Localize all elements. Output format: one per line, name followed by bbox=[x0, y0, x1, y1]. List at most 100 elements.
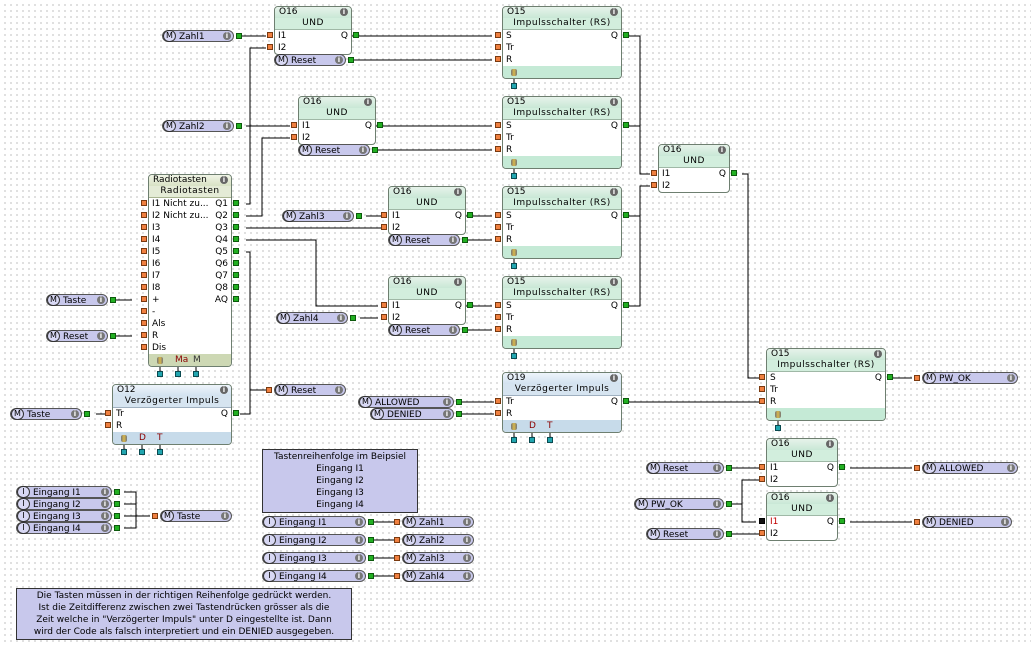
input-connector[interactable] bbox=[759, 464, 765, 470]
info-icon[interactable]: i bbox=[713, 530, 721, 538]
info-icon[interactable]: i bbox=[463, 518, 471, 526]
info-icon[interactable]: i bbox=[713, 500, 721, 508]
input-connector[interactable] bbox=[381, 314, 387, 320]
info-icon[interactable]: i bbox=[220, 176, 228, 184]
output-connector[interactable] bbox=[236, 33, 242, 39]
input-connector[interactable] bbox=[759, 530, 765, 536]
output-connector[interactable] bbox=[233, 200, 239, 206]
info-icon[interactable]: i bbox=[1001, 518, 1009, 526]
info-icon[interactable]: i bbox=[101, 524, 109, 532]
output-connector[interactable] bbox=[726, 531, 732, 537]
input-connector[interactable] bbox=[759, 398, 765, 404]
input-connector[interactable] bbox=[495, 326, 501, 332]
input-connector[interactable] bbox=[291, 122, 297, 128]
input-connector[interactable] bbox=[105, 410, 111, 416]
input-connector[interactable] bbox=[495, 44, 501, 50]
input-connector[interactable] bbox=[141, 320, 147, 326]
output-connector[interactable] bbox=[356, 213, 362, 219]
output-connector[interactable] bbox=[350, 315, 356, 321]
output-connector[interactable] bbox=[731, 170, 737, 176]
output-connector[interactable] bbox=[114, 489, 120, 495]
input-connector[interactable] bbox=[394, 537, 400, 543]
info-icon[interactable]: i bbox=[826, 440, 834, 448]
info-icon[interactable]: i bbox=[220, 386, 228, 394]
info-icon[interactable]: i bbox=[223, 122, 231, 130]
input-connector[interactable] bbox=[495, 236, 501, 242]
info-icon[interactable]: i bbox=[364, 98, 372, 106]
info-icon[interactable]: i bbox=[97, 296, 105, 304]
input-connector[interactable] bbox=[495, 56, 501, 62]
parameter-connector[interactable] bbox=[157, 449, 163, 455]
info-icon[interactable]: i bbox=[443, 398, 451, 406]
output-connector[interactable] bbox=[114, 513, 120, 519]
output-connector[interactable] bbox=[467, 302, 473, 308]
info-icon[interactable]: i bbox=[1007, 374, 1015, 382]
output-connector[interactable] bbox=[233, 272, 239, 278]
info-icon[interactable]: i bbox=[463, 554, 471, 562]
input-connector[interactable] bbox=[914, 465, 920, 471]
info-icon[interactable]: i bbox=[874, 350, 882, 358]
info-icon[interactable]: i bbox=[359, 146, 367, 154]
parameter-connector[interactable] bbox=[775, 425, 781, 431]
input-connector[interactable] bbox=[495, 134, 501, 140]
input-connector[interactable] bbox=[495, 32, 501, 38]
input-connector[interactable] bbox=[394, 573, 400, 579]
output-connector[interactable] bbox=[233, 236, 239, 242]
info-icon[interactable]: i bbox=[610, 374, 618, 382]
output-connector[interactable] bbox=[623, 398, 629, 404]
input-connector[interactable] bbox=[495, 398, 501, 404]
input-connector[interactable] bbox=[141, 332, 147, 338]
input-connector[interactable] bbox=[381, 212, 387, 218]
output-connector[interactable] bbox=[110, 297, 116, 303]
info-icon[interactable]: i bbox=[335, 386, 343, 394]
info-icon[interactable]: i bbox=[610, 8, 618, 16]
output-connector[interactable] bbox=[233, 224, 239, 230]
output-connector[interactable] bbox=[467, 212, 473, 218]
input-connector[interactable] bbox=[914, 375, 920, 381]
info-icon[interactable]: i bbox=[101, 512, 109, 520]
info-icon[interactable]: i bbox=[443, 410, 451, 418]
info-icon[interactable]: i bbox=[463, 536, 471, 544]
input-connector[interactable] bbox=[152, 513, 158, 519]
output-connector[interactable] bbox=[623, 212, 629, 218]
info-icon[interactable]: i bbox=[610, 278, 618, 286]
input-connector[interactable] bbox=[495, 314, 501, 320]
output-connector[interactable] bbox=[233, 410, 239, 416]
output-connector[interactable] bbox=[456, 399, 462, 405]
output-connector[interactable] bbox=[839, 464, 845, 470]
info-icon[interactable]: i bbox=[463, 572, 471, 580]
input-connector[interactable] bbox=[141, 200, 147, 206]
info-icon[interactable]: i bbox=[454, 188, 462, 196]
input-connector[interactable] bbox=[267, 32, 273, 38]
input-connector[interactable] bbox=[141, 248, 147, 254]
info-icon[interactable]: i bbox=[101, 500, 109, 508]
parameter-connector[interactable] bbox=[511, 353, 517, 359]
input-connector[interactable] bbox=[141, 308, 147, 314]
parameter-connector[interactable] bbox=[511, 437, 517, 443]
input-connector[interactable] bbox=[651, 182, 657, 188]
output-connector[interactable] bbox=[462, 237, 468, 243]
input-connector[interactable] bbox=[495, 212, 501, 218]
info-icon[interactable]: i bbox=[223, 32, 231, 40]
info-icon[interactable]: i bbox=[343, 212, 351, 220]
